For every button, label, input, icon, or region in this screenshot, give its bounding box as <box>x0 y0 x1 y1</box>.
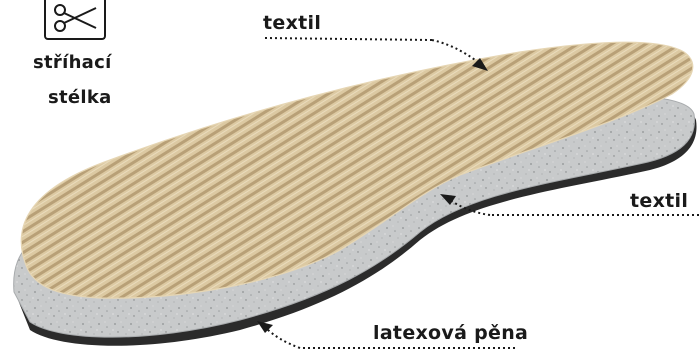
badge-label-line2: stélka <box>48 87 112 108</box>
callout-label-latex-foam: latexová pěna <box>373 322 528 344</box>
badge-label-line1: stříhací <box>33 52 112 73</box>
callout-label-right-textile: textil <box>630 190 688 212</box>
cuttable-badge-frame <box>44 0 106 40</box>
callout-label-top-textile: textil <box>263 12 321 34</box>
